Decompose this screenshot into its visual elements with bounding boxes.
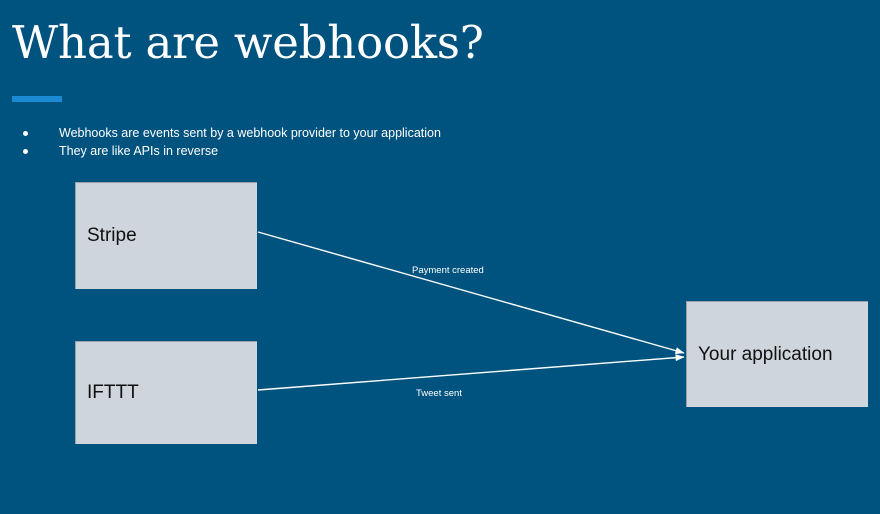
edge-label-tweet-sent: Tweet sent bbox=[416, 388, 462, 399]
title-accent-bar bbox=[12, 96, 62, 102]
edge-ifttt-to-your-application bbox=[257, 354, 685, 391]
list-item: Webhooks are events sent by a webhook pr… bbox=[12, 124, 441, 142]
bullet-list: Webhooks are events sent by a webhook pr… bbox=[12, 124, 441, 160]
list-item: They are like APIs in reverse bbox=[12, 142, 441, 160]
diagram-node-label: Your application bbox=[698, 343, 833, 365]
edge-label-payment-created: Payment created bbox=[412, 265, 484, 276]
edge-stripe-to-your-application bbox=[257, 231, 685, 355]
page-title: What are webhooks? bbox=[12, 16, 484, 69]
diagram-node-label: IFTTT bbox=[87, 382, 139, 403]
diagram-node-your-application[interactable]: Your application bbox=[686, 301, 868, 407]
diagram-node-label: Stripe bbox=[87, 225, 137, 246]
diagram-node-ifttt[interactable]: IFTTT bbox=[75, 341, 257, 444]
diagram-node-stripe[interactable]: Stripe bbox=[75, 182, 257, 289]
